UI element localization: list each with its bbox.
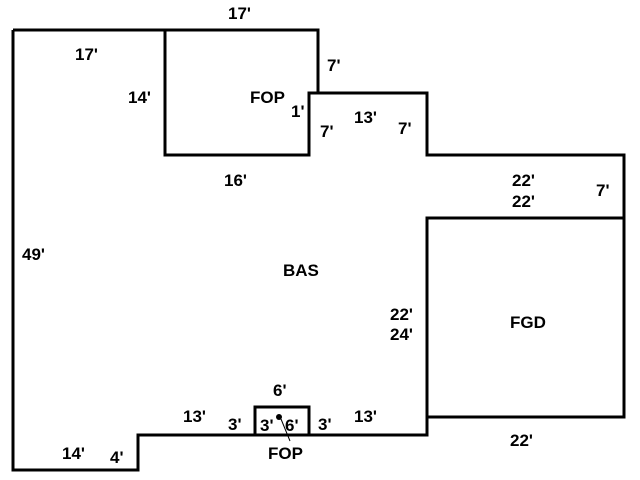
dim-bottom-14: 14' bbox=[62, 444, 85, 463]
dim-mid-7: 7' bbox=[398, 119, 412, 138]
fop-bottom-outline bbox=[253, 405, 311, 437]
porch-leader-line bbox=[280, 418, 291, 442]
dim-porch-3-right: 3' bbox=[318, 415, 332, 434]
fop-top-outline bbox=[163, 30, 318, 157]
dim-left-49: 49' bbox=[22, 245, 45, 264]
dim-step-1: 1' bbox=[291, 102, 305, 121]
dim-fgd-22: 22' bbox=[390, 305, 413, 324]
label-fgd: FGD bbox=[510, 313, 546, 332]
dim-right-7: 7' bbox=[596, 181, 610, 200]
dim-fop-14: 14' bbox=[128, 88, 151, 107]
dim-fop-7: 7' bbox=[327, 56, 341, 75]
label-fop-bottom: FOP bbox=[268, 444, 303, 463]
dim-porch-3-inner: 3' bbox=[260, 416, 274, 435]
dim-bottom-13-left: 13' bbox=[183, 407, 206, 426]
dim-bottom-13-right: 13' bbox=[354, 407, 377, 426]
label-fop-top: FOP bbox=[250, 88, 285, 107]
fgd-outline bbox=[425, 216, 624, 417]
dim-mid-13: 13' bbox=[354, 108, 377, 127]
dim-bottom-4: 4' bbox=[110, 448, 124, 467]
dim-top-17: 17' bbox=[228, 4, 251, 23]
porch-marker bbox=[276, 414, 282, 420]
dim-fop-16: 16' bbox=[224, 171, 247, 190]
dim-porch-6-inner: 6' bbox=[285, 416, 299, 435]
dim-right-22a: 22' bbox=[512, 171, 535, 190]
bas-outline bbox=[11, 28, 626, 472]
dim-porch-6-top: 6' bbox=[273, 381, 287, 400]
dim-step-7: 7' bbox=[320, 122, 334, 141]
dim-top-left-17: 17' bbox=[75, 45, 98, 64]
dim-right-22b: 22' bbox=[512, 192, 535, 211]
dim-fgd-24: 24' bbox=[390, 325, 413, 344]
dim-porch-3-left: 3' bbox=[228, 415, 242, 434]
label-bas: BAS bbox=[283, 261, 319, 280]
dim-bottom-22: 22' bbox=[510, 431, 533, 450]
